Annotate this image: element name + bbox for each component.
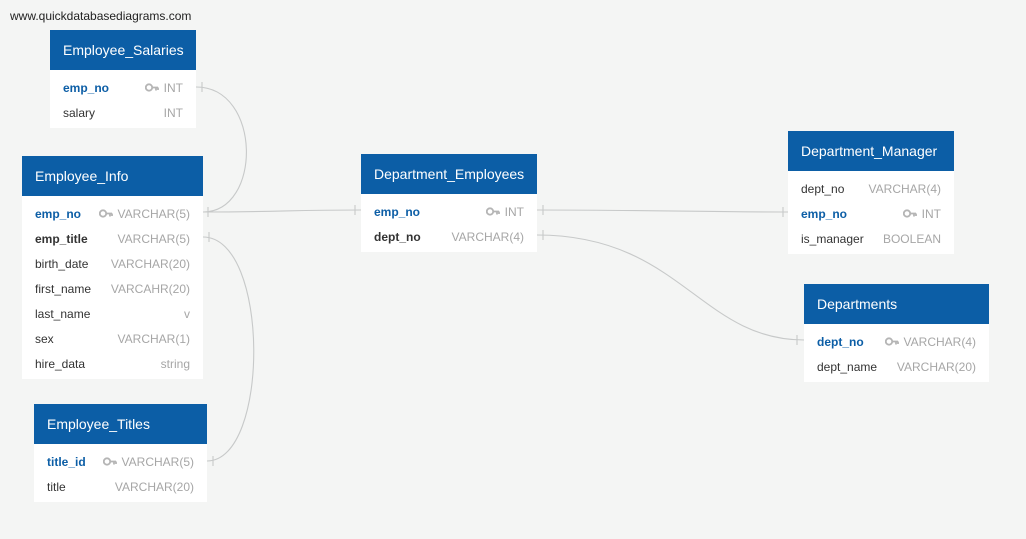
table-employee-salaries[interactable]: Employee_Salaries emp_no INT salary INT (50, 30, 196, 128)
field-type: VARCHAR(5) (102, 455, 194, 469)
table-header[interactable]: Employee_Titles (34, 404, 207, 444)
field-row[interactable]: emp_no VARCHAR(5) (22, 201, 203, 226)
key-icon (884, 337, 899, 346)
field-name: sex (35, 331, 54, 346)
table-header[interactable]: Department_Employees (361, 154, 537, 194)
connector-salaries-info (195, 86, 247, 213)
field-row[interactable]: dept_no VARCHAR(4) (361, 224, 537, 249)
field-type: v (184, 306, 190, 321)
field-name: title_id (47, 454, 86, 469)
field-name: dept_no (801, 181, 845, 196)
key-icon (485, 207, 500, 216)
field-type: VARCAHR(20) (110, 281, 190, 296)
field-name: dept_no (374, 229, 421, 244)
field-row[interactable]: title VARCHAR(20) (34, 474, 207, 499)
field-row[interactable]: is_manager BOOLEAN (788, 226, 954, 251)
connector-deptemp-departments-tick (542, 230, 798, 345)
field-type: VARCHAR(1) (117, 331, 190, 346)
field-name: emp_no (35, 206, 82, 221)
field-name: emp_no (63, 80, 110, 95)
table-department-employees[interactable]: Department_Employees emp_no INT dept_no … (361, 154, 537, 252)
field-name: dept_name (817, 359, 878, 374)
table-departments[interactable]: Departments dept_no VARCHAR(4) dept_name… (804, 284, 989, 382)
field-name: last_name (35, 306, 91, 321)
key-icon (902, 209, 917, 218)
table-department-manager[interactable]: Department_Manager dept_no VARCHAR(4) em… (788, 131, 954, 254)
field-type: INT (902, 207, 941, 221)
field-type: BOOLEAN (882, 231, 941, 246)
field-type: string (160, 356, 190, 371)
field-row[interactable]: first_name VARCAHR(20) (22, 276, 203, 301)
field-row[interactable]: birth_date VARCHAR(20) (22, 251, 203, 276)
field-name: title (47, 479, 66, 494)
table-header[interactable]: Employee_Info (22, 156, 203, 196)
connector-deptemp-manager (536, 209, 789, 213)
field-row[interactable]: title_id VARCHAR(5) (34, 449, 207, 474)
field-row[interactable]: emp_title VARCHAR(5) (22, 226, 203, 251)
field-row[interactable]: last_name v (22, 301, 203, 326)
field-type: INT (144, 81, 183, 95)
connector-deptemp-manager-tick (542, 205, 784, 217)
table-header[interactable]: Employee_Salaries (50, 30, 196, 70)
key-icon (144, 83, 159, 92)
field-row[interactable]: hire_data string (22, 351, 203, 376)
field-row[interactable]: dept_name VARCHAR(20) (804, 354, 989, 379)
field-name: emp_title (35, 231, 88, 246)
key-icon (102, 457, 117, 466)
field-type: VARCHAR(5) (117, 231, 190, 246)
field-type: VARCHAR(4) (884, 335, 976, 349)
field-name: first_name (35, 281, 92, 296)
table-header[interactable]: Department_Manager (788, 131, 954, 171)
field-row[interactable]: dept_no VARCHAR(4) (788, 176, 954, 201)
field-name: is_manager (801, 231, 864, 246)
field-name: birth_date (35, 256, 89, 271)
field-row[interactable]: salary INT (50, 100, 196, 125)
field-row[interactable]: dept_no VARCHAR(4) (804, 329, 989, 354)
connector-info-deptemp (202, 209, 362, 213)
field-name: emp_no (374, 204, 421, 219)
field-row[interactable]: emp_no INT (361, 199, 537, 224)
field-row[interactable]: emp_no INT (788, 201, 954, 226)
field-row[interactable]: emp_no INT (50, 75, 196, 100)
field-type: VARCHAR(20) (110, 256, 190, 271)
connector-info-titles (202, 236, 255, 462)
field-type: INT (485, 205, 524, 219)
key-icon (98, 209, 113, 218)
field-type: VARCHAR(5) (98, 207, 190, 221)
field-type: INT (163, 105, 183, 120)
field-type: VARCHAR(4) (868, 181, 941, 196)
table-employee-titles[interactable]: Employee_Titles title_id VARCHAR(5) titl… (34, 404, 207, 502)
field-name: salary (63, 105, 96, 120)
field-name: hire_data (35, 356, 86, 371)
field-type: VARCHAR(4) (451, 229, 524, 244)
table-header[interactable]: Departments (804, 284, 989, 324)
field-type: VARCHAR(20) (896, 359, 976, 374)
field-type: VARCHAR(20) (114, 479, 194, 494)
field-name: dept_no (817, 334, 864, 349)
connector-info-titles-tick (208, 232, 214, 466)
connector-deptemp-departments (536, 234, 805, 341)
field-name: emp_no (801, 206, 848, 221)
field-row[interactable]: sex VARCHAR(1) (22, 326, 203, 351)
table-employee-info[interactable]: Employee_Info emp_no VARCHAR(5) emp_titl… (22, 156, 203, 379)
watermark-link[interactable]: www.quickdatabasediagrams.com (10, 9, 192, 23)
